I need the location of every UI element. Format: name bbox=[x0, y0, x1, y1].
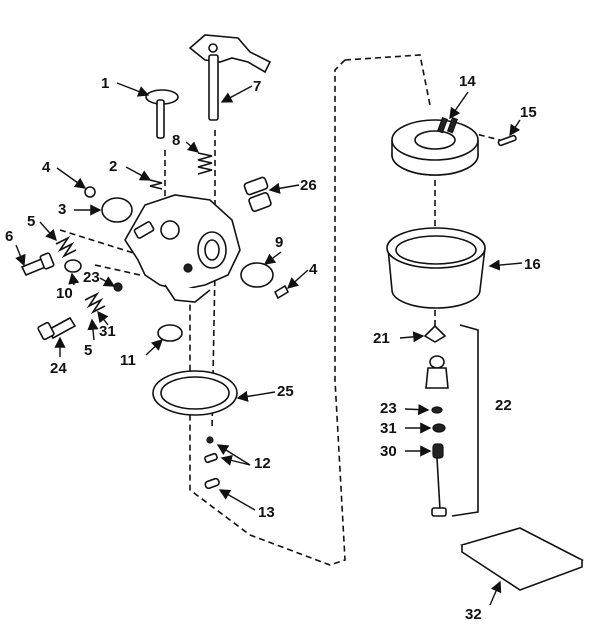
callout-labels: 1 7 8 2 4 3 5 6 26 9 4 23 10 31 5 24 11 … bbox=[5, 73, 541, 623]
screw-part-4-lower bbox=[273, 284, 290, 300]
label-25: 25 bbox=[277, 383, 294, 400]
label-5-lower: 5 bbox=[84, 342, 92, 359]
label-30: 30 bbox=[380, 443, 397, 460]
label-4-upper: 4 bbox=[42, 159, 51, 176]
mounting-plate-part-32 bbox=[460, 527, 585, 591]
label-23-right: 23 bbox=[380, 400, 397, 417]
label-26: 26 bbox=[300, 177, 317, 194]
spring-part-2 bbox=[149, 179, 163, 190]
seat-part-31-left bbox=[113, 282, 123, 292]
label-11: 11 bbox=[120, 352, 136, 369]
plug-part-10 bbox=[64, 259, 82, 273]
label-31-right: 31 bbox=[380, 420, 397, 437]
pin-part-13 bbox=[204, 477, 220, 490]
choke-plate-part bbox=[101, 197, 133, 223]
float-part-14 bbox=[391, 116, 479, 176]
spring-part-8 bbox=[197, 152, 213, 175]
label-9: 9 bbox=[275, 234, 283, 251]
float-pin-part-15 bbox=[497, 134, 517, 147]
label-13: 13 bbox=[258, 504, 275, 521]
label-31-left: 31 bbox=[99, 323, 116, 340]
label-14: 14 bbox=[459, 73, 476, 90]
label-23-left: 23 bbox=[83, 269, 100, 286]
screw-part-24 bbox=[37, 316, 77, 341]
label-7: 7 bbox=[253, 78, 261, 95]
label-1: 1 bbox=[101, 75, 109, 92]
label-24: 24 bbox=[50, 360, 67, 377]
leader-arrows bbox=[15, 82, 523, 606]
label-10: 10 bbox=[56, 285, 73, 302]
label-8: 8 bbox=[172, 132, 180, 149]
main-nozzle-part-22 bbox=[425, 324, 479, 517]
label-5-upper: 5 bbox=[27, 213, 35, 230]
label-3: 3 bbox=[58, 201, 66, 218]
spring-part-5-upper bbox=[55, 235, 77, 259]
label-21: 21 bbox=[373, 330, 390, 347]
label-22: 22 bbox=[495, 397, 512, 414]
fuel-bowl-part-16 bbox=[386, 227, 486, 309]
fuel-fitting-part-26 bbox=[243, 176, 272, 212]
spring-part-5-lower bbox=[84, 291, 106, 315]
throttle-shaft-part bbox=[188, 34, 272, 121]
parts-12 bbox=[204, 436, 218, 464]
plug-part-11 bbox=[157, 324, 183, 342]
plate-part-9 bbox=[240, 262, 274, 288]
label-6: 6 bbox=[5, 228, 13, 245]
label-4-lower: 4 bbox=[309, 261, 318, 278]
label-15: 15 bbox=[520, 104, 537, 121]
screw-part-6 bbox=[20, 252, 55, 277]
choke-shaft-part bbox=[145, 89, 179, 139]
label-12: 12 bbox=[254, 455, 271, 472]
label-2: 2 bbox=[109, 158, 117, 175]
bowl-gasket-part-25 bbox=[152, 370, 238, 416]
label-16: 16 bbox=[524, 256, 541, 273]
carburetor-body bbox=[124, 194, 241, 303]
washer-part-4 bbox=[84, 186, 96, 198]
label-32: 32 bbox=[465, 606, 482, 623]
needle-seat-part-21 bbox=[423, 324, 447, 343]
